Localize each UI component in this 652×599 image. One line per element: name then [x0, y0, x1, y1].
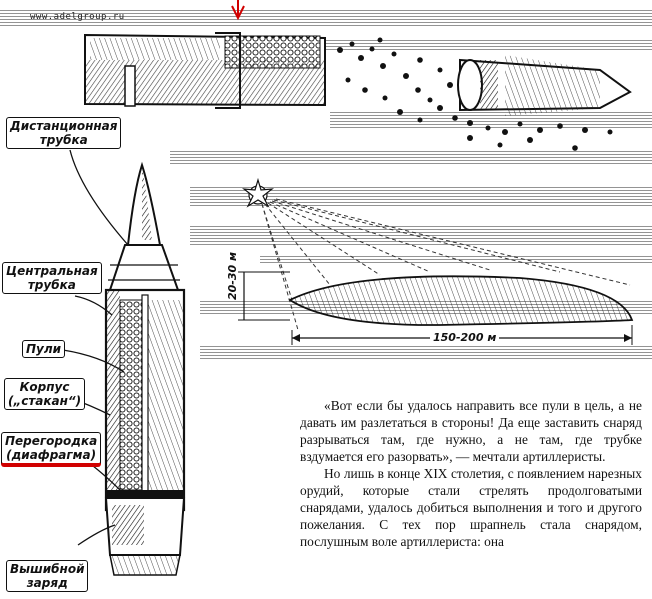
watermark: www.adelgroup.ru	[30, 12, 125, 22]
spray-lines	[261, 198, 631, 331]
paragraph-2: Но лишь в конце XIX столетия, с появлени…	[300, 466, 642, 549]
dimension-length: 150-200 м	[430, 331, 500, 344]
label-bullets: Пули	[22, 340, 66, 358]
dimension-height: 20-30 м	[226, 251, 239, 300]
label-fuse: Дистанционная трубка	[6, 117, 122, 149]
label-diaphragm: Перегородка (диафрагма)	[1, 432, 102, 465]
paragraph-1: «Вот если бы удалось направить все пули …	[300, 398, 642, 464]
body-text: «Вот если бы удалось направить все пули …	[300, 397, 642, 550]
shell-cutaway	[104, 161, 186, 576]
shell-head-fragment	[457, 55, 632, 116]
scattering-bullets	[337, 37, 613, 151]
bursting-shell	[84, 0, 632, 151]
dispersion-ellipse	[238, 271, 634, 345]
label-body: Корпус („стакан“)	[4, 378, 86, 410]
label-central-tube: Центральная трубка	[2, 262, 102, 294]
label-charge: Вышибной заряд	[6, 560, 89, 592]
burst-star	[242, 177, 274, 208]
